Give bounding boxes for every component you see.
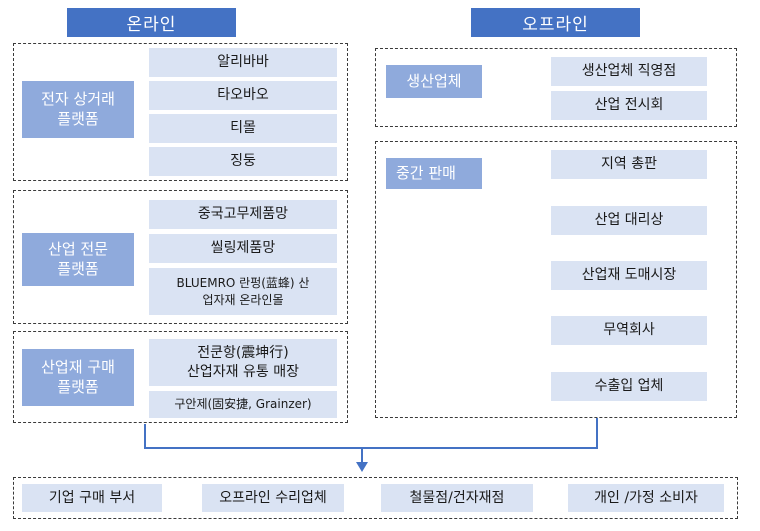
online-header: 온라인 <box>67 8 236 37</box>
ecommerce-group <box>13 43 348 181</box>
industry-item-sealing: 씰링제품망 <box>149 234 337 263</box>
procurement-platform-label: 산업재 구매 플랫폼 <box>22 349 134 406</box>
offline-header: 오프라인 <box>471 8 640 37</box>
producer-label: 생산업체 <box>386 65 482 98</box>
ecommerce-platform-label: 전자 상거래 플랫폼 <box>22 81 134 138</box>
customer-individual-household: 개인 /가정 소비자 <box>568 484 724 512</box>
ecommerce-item-jd: 징둥 <box>149 147 337 176</box>
industry-item-rubber: 중국고무제품망 <box>149 200 337 229</box>
intermediate-item-industry-agent: 산업 대리상 <box>551 206 707 235</box>
ecommerce-item-tmall: 티몰 <box>149 114 337 143</box>
ecommerce-item-taobao: 타오바오 <box>149 81 337 110</box>
procurement-item-zkh: 전쿤항(震坤行) 산업자재 유통 매장 <box>149 339 337 386</box>
producer-item-exhibition: 산업 전시회 <box>551 91 707 120</box>
customer-corporate-purchasing: 기업 구매 부서 <box>22 484 162 512</box>
intermediate-item-wholesale-market: 산업재 도매시장 <box>551 261 707 290</box>
industry-item-bluemro: BLUEMRO 란펑(蓝蜂) 산 업자재 온라인몰 <box>149 268 337 315</box>
industry-group <box>13 190 348 324</box>
intermediate-item-regional-distributor: 지역 총판 <box>551 150 707 179</box>
customers-group <box>13 477 738 519</box>
producer-item-direct-store: 생산업체 직영점 <box>551 57 707 86</box>
intermediate-item-import-export: 수출입 업체 <box>551 372 707 401</box>
customer-hardware-store: 철물점/건자재점 <box>381 484 533 512</box>
customer-repair-shop: 오프라인 수리업체 <box>202 484 344 512</box>
procurement-item-grainger: 구안제(固安捷, Grainzer) <box>149 391 337 418</box>
ecommerce-item-alibaba: 알리바바 <box>149 48 337 77</box>
intermediate-item-trading-company: 무역회사 <box>551 316 707 345</box>
connector-arrowhead <box>356 462 368 472</box>
intermediate-label: 중간 판매 <box>386 158 482 189</box>
intermediate-group <box>375 141 737 418</box>
producer-group <box>375 48 737 127</box>
industry-platform-label: 산업 전문 플랫폼 <box>22 233 134 286</box>
